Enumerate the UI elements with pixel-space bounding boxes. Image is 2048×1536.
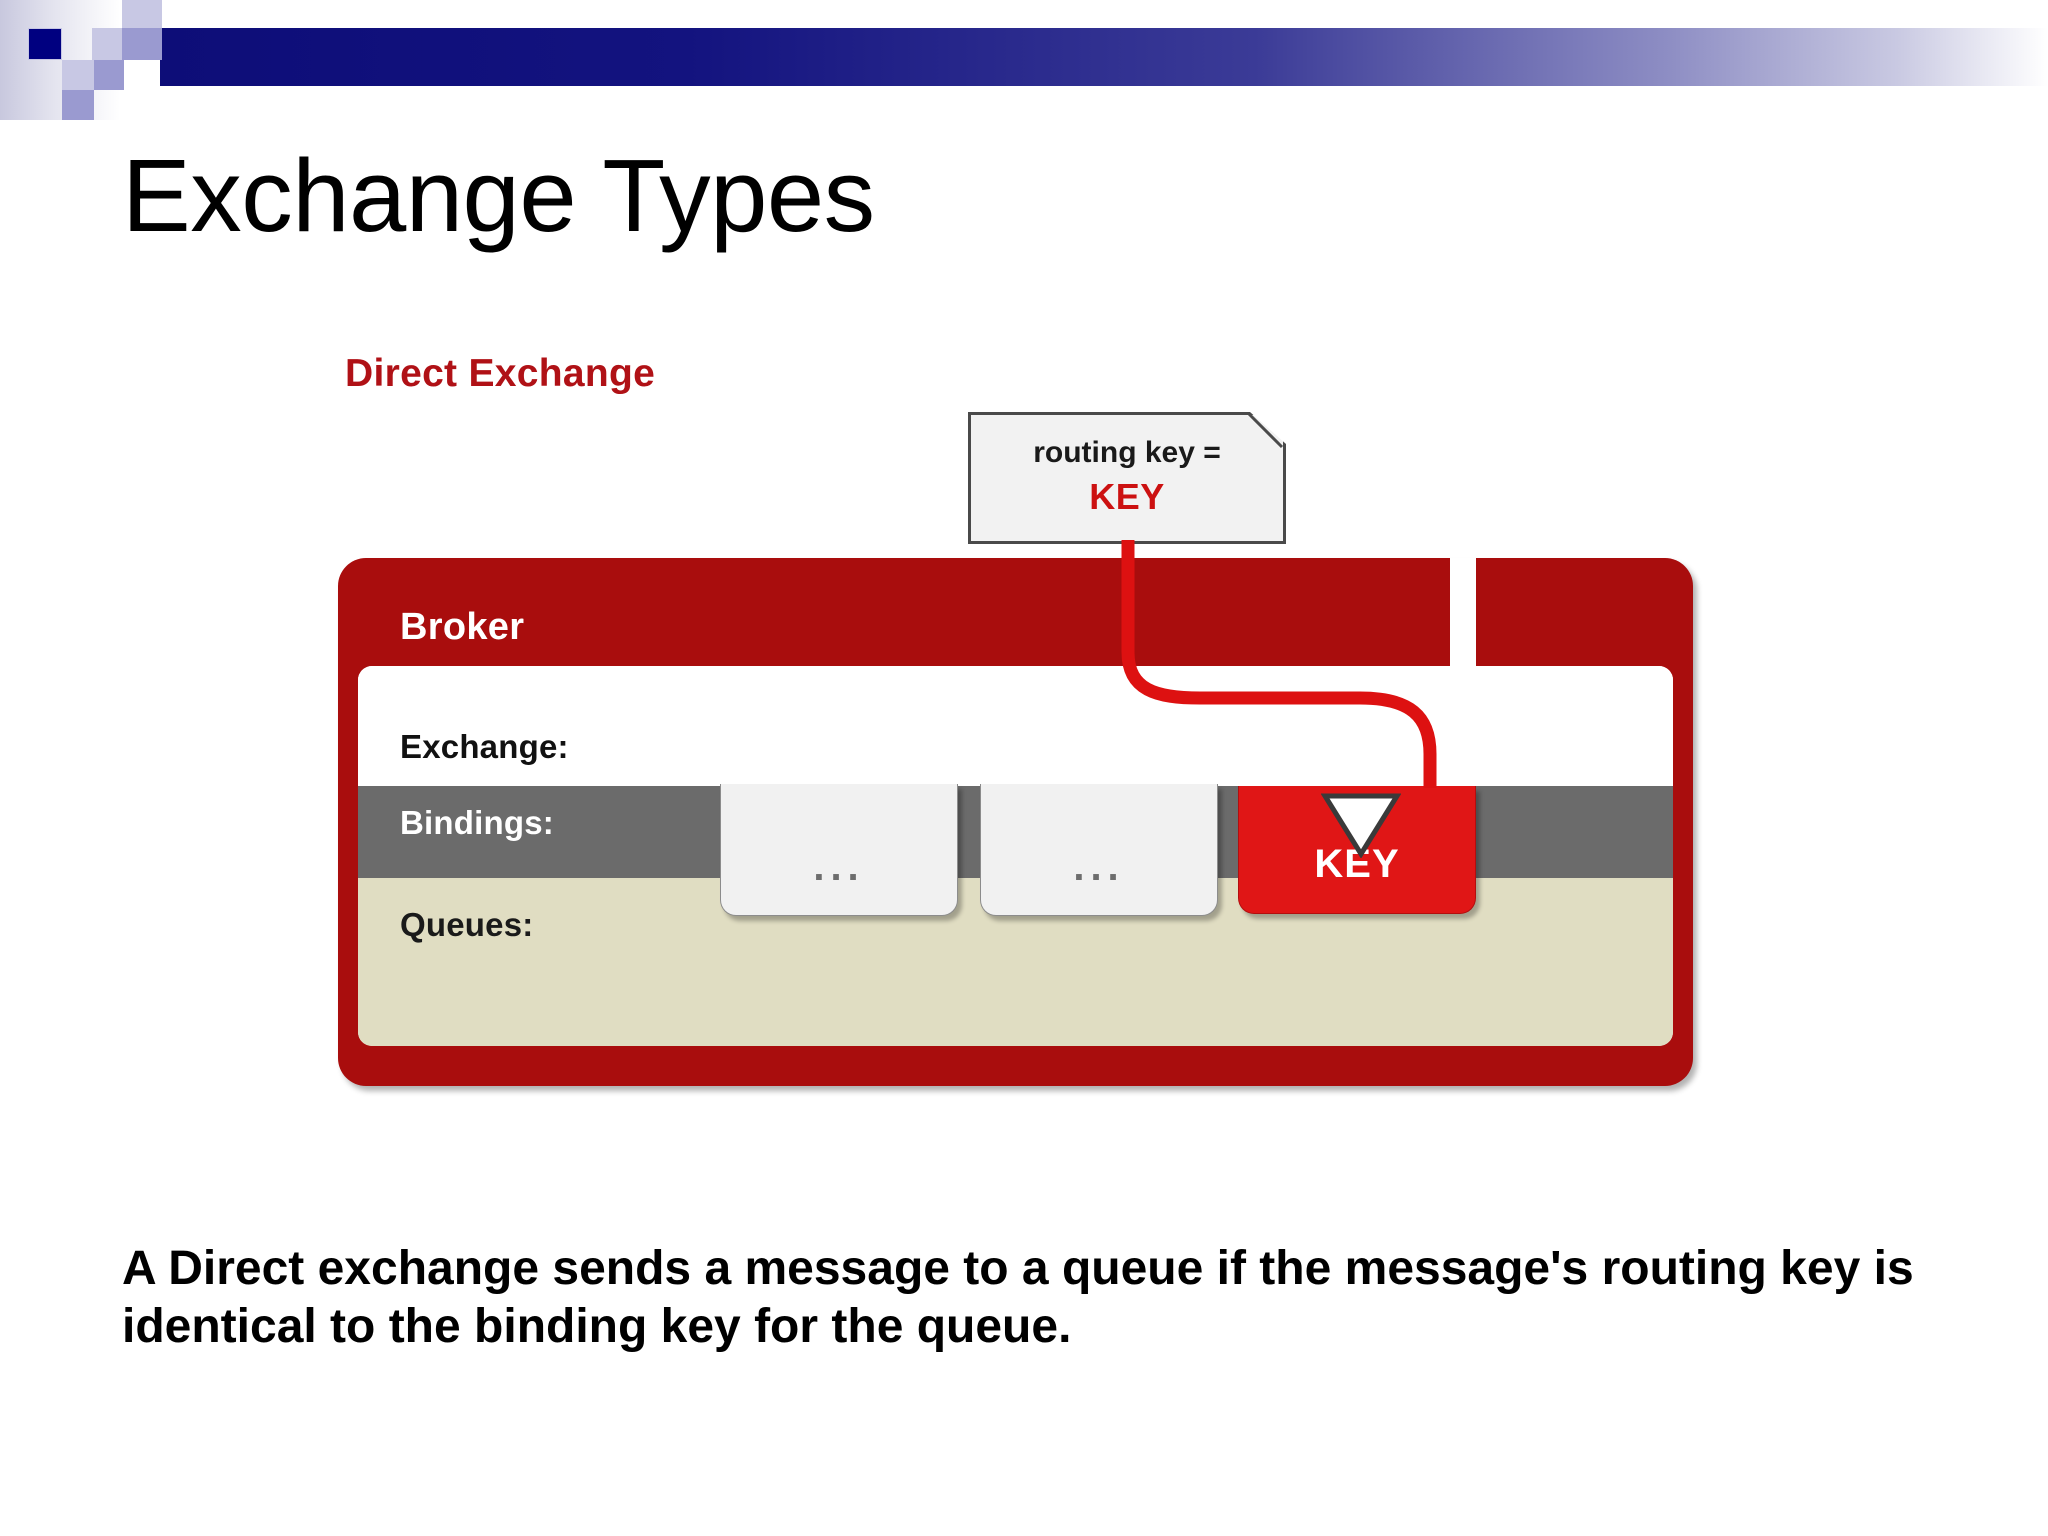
routing-key-note: routing key = KEY (968, 411, 1286, 544)
diagram-subtitle: Direct Exchange (345, 352, 656, 395)
down-triangle-icon (1321, 793, 1401, 858)
header-square-light-a (92, 28, 124, 60)
slide-header-decoration (0, 0, 2048, 120)
broker-inner-panel: Exchange: Bindings: Queues: ... ... KEY (358, 666, 1673, 1046)
routing-key-note-line2: KEY (1089, 476, 1165, 517)
header-square-mid-b (94, 60, 124, 90)
exchange-row (358, 666, 1673, 786)
queue-box-1[interactable]: ... (720, 784, 958, 916)
exchange-row-label: Exchange: (400, 728, 569, 765)
header-square-mid-c (62, 90, 94, 120)
folded-corner-line-icon (1246, 411, 1284, 449)
broker-container: Broker Exchange: Bindings: Queues: ... .… (338, 558, 1693, 1086)
routing-key-note-body (968, 412, 1286, 544)
queue-box-2[interactable]: ... (980, 784, 1218, 916)
slide-caption: A Direct exchange sends a message to a q… (122, 1242, 1914, 1353)
header-square-mid-a (122, 28, 162, 60)
bindings-row-label: Bindings: (400, 804, 554, 841)
header-square-dark (28, 28, 62, 60)
page-title: Exchange Types (122, 138, 875, 253)
queue-box-2-label: ... (1073, 845, 1125, 889)
header-square-light-top (122, 0, 162, 30)
connector-notch (1450, 558, 1476, 666)
header-square-light-b (62, 60, 94, 90)
queue-box-1-label: ... (813, 845, 865, 889)
queues-row-label: Queues: (400, 906, 534, 943)
routing-key-note-line1: routing key = (1033, 436, 1221, 469)
broker-title: Broker (400, 606, 525, 648)
header-gradient-bar (160, 28, 2048, 86)
